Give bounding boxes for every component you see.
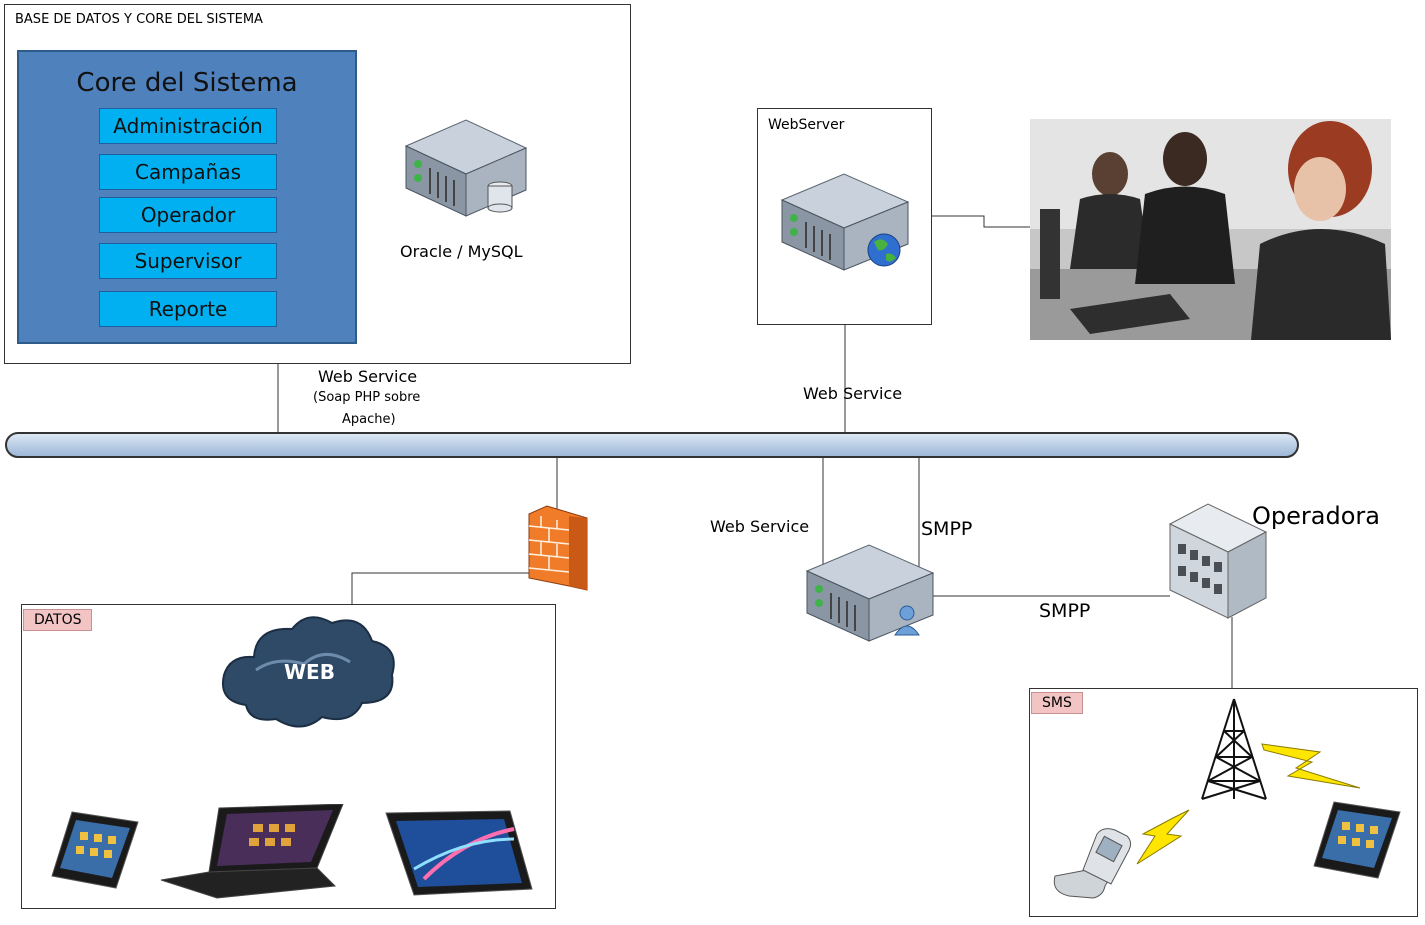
db-label: Oracle / MySQL (400, 242, 523, 261)
smartphone-icon (51, 811, 139, 889)
ws-core-detail-2: Apache) (342, 412, 396, 427)
sms-tag: SMS (1031, 692, 1083, 714)
sms-server-icon (805, 544, 935, 642)
ws-webserver-label: Web Service (803, 384, 903, 403)
firewall-icon (528, 505, 588, 591)
module-operador: Operador (99, 197, 277, 233)
operator-building-icon (1168, 503, 1268, 619)
module-administracion: Administración (99, 108, 277, 144)
smartphone-icon (1313, 801, 1401, 879)
web-cloud-icon (222, 616, 395, 728)
operator-title: Operadora (1252, 502, 1380, 530)
smpp-vertical-label: SMPP (921, 518, 973, 540)
network-bus (5, 432, 1299, 458)
ws-core-detail-1: (Soap PHP sobre (313, 390, 421, 405)
core-system-box: Core del Sistema Administración Campañas… (17, 50, 357, 344)
call-center-agents-image (1030, 119, 1391, 340)
ws-sms-server-label: Web Service (710, 517, 810, 536)
tablet-icon (385, 810, 533, 896)
datos-tag: DATOS (23, 609, 93, 631)
db-core-group-title: BASE DE DATOS Y CORE DEL SISTEMA (15, 12, 263, 27)
module-supervisor: Supervisor (99, 243, 277, 279)
laptop-icon (160, 804, 344, 899)
module-campanas: Campañas (99, 154, 277, 190)
ws-core-label: Web Service (318, 367, 418, 386)
web-cloud-label: WEB (284, 660, 335, 684)
web-server-icon (780, 173, 910, 271)
webserver-title: WebServer (768, 117, 845, 133)
mobile-phone-icon (1053, 828, 1132, 899)
core-system-title: Core del Sistema (76, 68, 298, 98)
module-reporte: Reporte (99, 291, 277, 327)
smpp-operator-label: SMPP (1039, 600, 1091, 622)
database-server-icon (404, 119, 528, 217)
lightning-bolt-icon (1261, 743, 1361, 789)
antenna-tower-icon (1201, 698, 1267, 800)
lightning-bolt-icon (1136, 809, 1190, 865)
